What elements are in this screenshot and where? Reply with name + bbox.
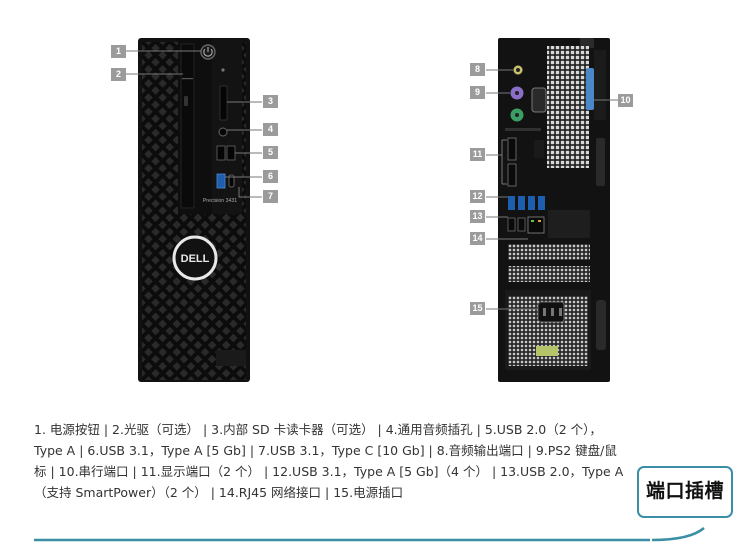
dell-logo-text: DELL — [181, 253, 210, 265]
hdd-led — [221, 68, 225, 72]
port-description-text: 1. 电源按钮 | 2.光驱（可选） | 3.内部 SD 卡读卡器（可选） | … — [34, 422, 624, 500]
front-foot — [216, 350, 246, 366]
front-io-panel — [212, 38, 242, 214]
front-view: Precision 3431 DELL — [138, 38, 250, 382]
usb2-rear-1 — [507, 217, 516, 232]
sd-card-reader — [219, 85, 228, 121]
callout-9: 9 — [470, 86, 485, 99]
callout-5: 5 — [263, 146, 278, 159]
dell-logo — [172, 235, 218, 281]
usb2-port-2 — [226, 145, 236, 161]
chassis-release-latch — [586, 68, 594, 110]
callout-11: 11 — [470, 148, 485, 161]
model-label: Precision 3431 — [203, 198, 237, 204]
back-leader-lines — [486, 69, 618, 310]
back-view — [498, 38, 610, 382]
callout-4: 4 — [263, 123, 278, 136]
callout-15: 15 — [470, 302, 485, 315]
computer-diagram: Precision 3431 DELL — [126, 38, 618, 382]
serial-port — [531, 87, 547, 113]
usb3-rear-4 — [538, 196, 545, 210]
callout-8: 8 — [470, 63, 485, 76]
displayport-1 — [507, 137, 517, 161]
callout-2: 2 — [111, 68, 126, 81]
usb2-rear-2 — [517, 217, 526, 232]
callout-3: 3 — [263, 95, 278, 108]
audio-jack — [218, 127, 228, 137]
callout-14: 14 — [470, 232, 485, 245]
usb3-type-a-port — [216, 173, 226, 189]
callout-12: 12 — [470, 190, 485, 203]
callout-6: 6 — [263, 170, 278, 183]
callout-1: 1 — [111, 45, 126, 58]
expansion-slot-2 — [508, 266, 590, 282]
usb3-rear-3 — [528, 196, 535, 210]
callout-13: 13 — [470, 210, 485, 223]
displayport-2 — [507, 163, 517, 187]
callout-10: 10 — [618, 94, 633, 107]
ports-badge: 端口插槽 — [637, 466, 733, 518]
rj45-port — [527, 216, 545, 234]
product-illustration: Precision 3431 DELL — [111, 38, 633, 382]
usb3-rear-2 — [518, 196, 525, 210]
usb-type-c-port — [228, 174, 235, 188]
ports-badge-label: 端口插槽 — [645, 480, 724, 502]
optical-eject-button — [184, 96, 188, 106]
rear-exhaust-vent — [547, 46, 589, 168]
expansion-slot-1 — [508, 244, 590, 260]
callout-7: 7 — [263, 190, 278, 203]
front-leader-lines — [126, 50, 262, 198]
usb2-port-1 — [216, 145, 226, 161]
usb3-rear-1 — [508, 196, 515, 210]
optical-drive-bay — [180, 43, 195, 209]
